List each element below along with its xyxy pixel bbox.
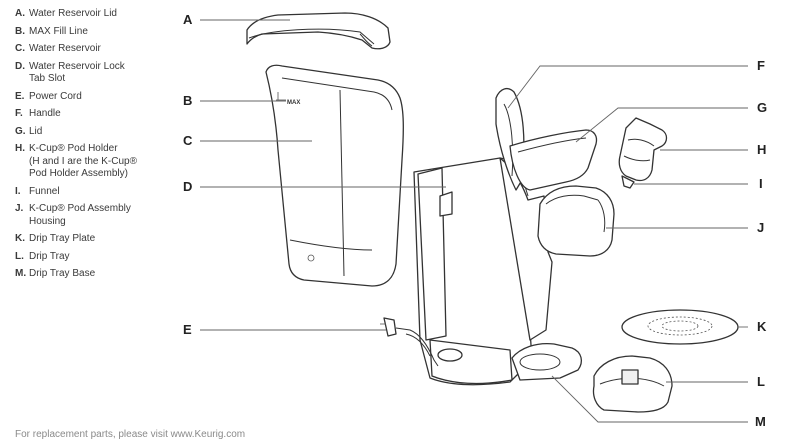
callout-d: D — [183, 179, 193, 194]
callout-g: G — [757, 100, 768, 115]
legend-text: Lid — [29, 125, 43, 137]
legend-item: H. K-Cup® Pod Holder (H and I are the K-C… — [15, 143, 175, 181]
water-reservoir — [265, 64, 404, 287]
legend-item: G.Lid — [15, 126, 175, 139]
power-cord — [380, 317, 439, 367]
legend-key: L. — [15, 250, 24, 262]
legend-key: J. — [15, 203, 24, 214]
legend-key: H. — [15, 143, 25, 154]
legend-text: Drip Tray Plate — [29, 233, 96, 244]
legend-text: Funnel — [29, 185, 60, 197]
legend-item: M.Drip Tray Base — [15, 268, 175, 281]
max-fill-mark: MAX — [287, 100, 300, 106]
callout-m: M — [755, 414, 766, 429]
drip-tray-base — [511, 342, 583, 381]
legend-key: F. — [15, 108, 23, 119]
lid — [509, 129, 598, 191]
legend-item: D. Water Reservoir Lock Tab Slot — [15, 61, 175, 86]
pod-holder — [618, 117, 668, 182]
legend-key: E. — [15, 90, 25, 102]
callout-a: A — [183, 12, 193, 27]
legend-item: C. Water Reservoir — [15, 43, 175, 56]
callout-l: L — [757, 374, 765, 389]
drip-tray-plate — [621, 309, 739, 345]
legend-item: L. Drip Tray — [15, 251, 175, 264]
legend-text: Handle — [29, 108, 61, 119]
leader-lines — [200, 19, 748, 423]
legend-text: Drip Tray Base — [29, 268, 96, 279]
legend-key: K. — [15, 233, 25, 244]
pod-assembly-housing — [537, 185, 615, 257]
legend-key: B. — [15, 25, 25, 37]
legend-text: MAX Fill Line — [29, 25, 88, 37]
callout-h: H — [757, 142, 767, 157]
legend-item: F. Handle — [15, 108, 175, 121]
callout-f: F — [757, 58, 765, 73]
legend-text: Power Cord — [29, 90, 82, 102]
legend-item: I. Funnel — [15, 186, 175, 199]
legend-text: Drip Tray — [29, 250, 70, 262]
callout-j: J — [757, 220, 765, 235]
legend-text: Water Reservoir Lid — [29, 8, 117, 19]
legend-item: A. Water Reservoir Lid — [15, 8, 175, 21]
replacement-parts-note: For replacement parts, please visit www.… — [15, 429, 246, 440]
drip-tray — [592, 355, 673, 413]
callout-e: E — [183, 322, 192, 337]
callout-k: K — [757, 319, 767, 334]
callout-b: B — [183, 93, 193, 108]
funnel — [621, 175, 635, 189]
legend-key: I. — [15, 185, 21, 197]
legend-key: G. — [15, 125, 26, 137]
legend-key: M. — [15, 268, 27, 279]
legend-item: B. MAX Fill Line — [15, 26, 175, 39]
legend-key: D. — [15, 60, 25, 72]
legend-text: K-Cup® Pod Assembly Housing — [29, 203, 131, 227]
legend-item: J. K-Cup® Pod Assembly Housing — [15, 203, 175, 228]
legend-item: E. Power Cord — [15, 91, 175, 104]
legend-key: A. — [15, 8, 25, 19]
legend-item: K. Drip Tray Plate — [15, 233, 175, 246]
legend-key: C. — [15, 43, 25, 54]
legend-text: K-Cup® Pod Holder (H and I are the K-Cup… — [29, 143, 137, 179]
legend-text: Water Reservoir Lock Tab Slot — [29, 60, 125, 85]
brewer-body — [413, 157, 553, 386]
water-reservoir-lid — [246, 12, 391, 50]
legend-text: Water Reservoir — [29, 43, 101, 54]
callout-i: I — [759, 176, 763, 191]
callout-c: C — [183, 133, 193, 148]
